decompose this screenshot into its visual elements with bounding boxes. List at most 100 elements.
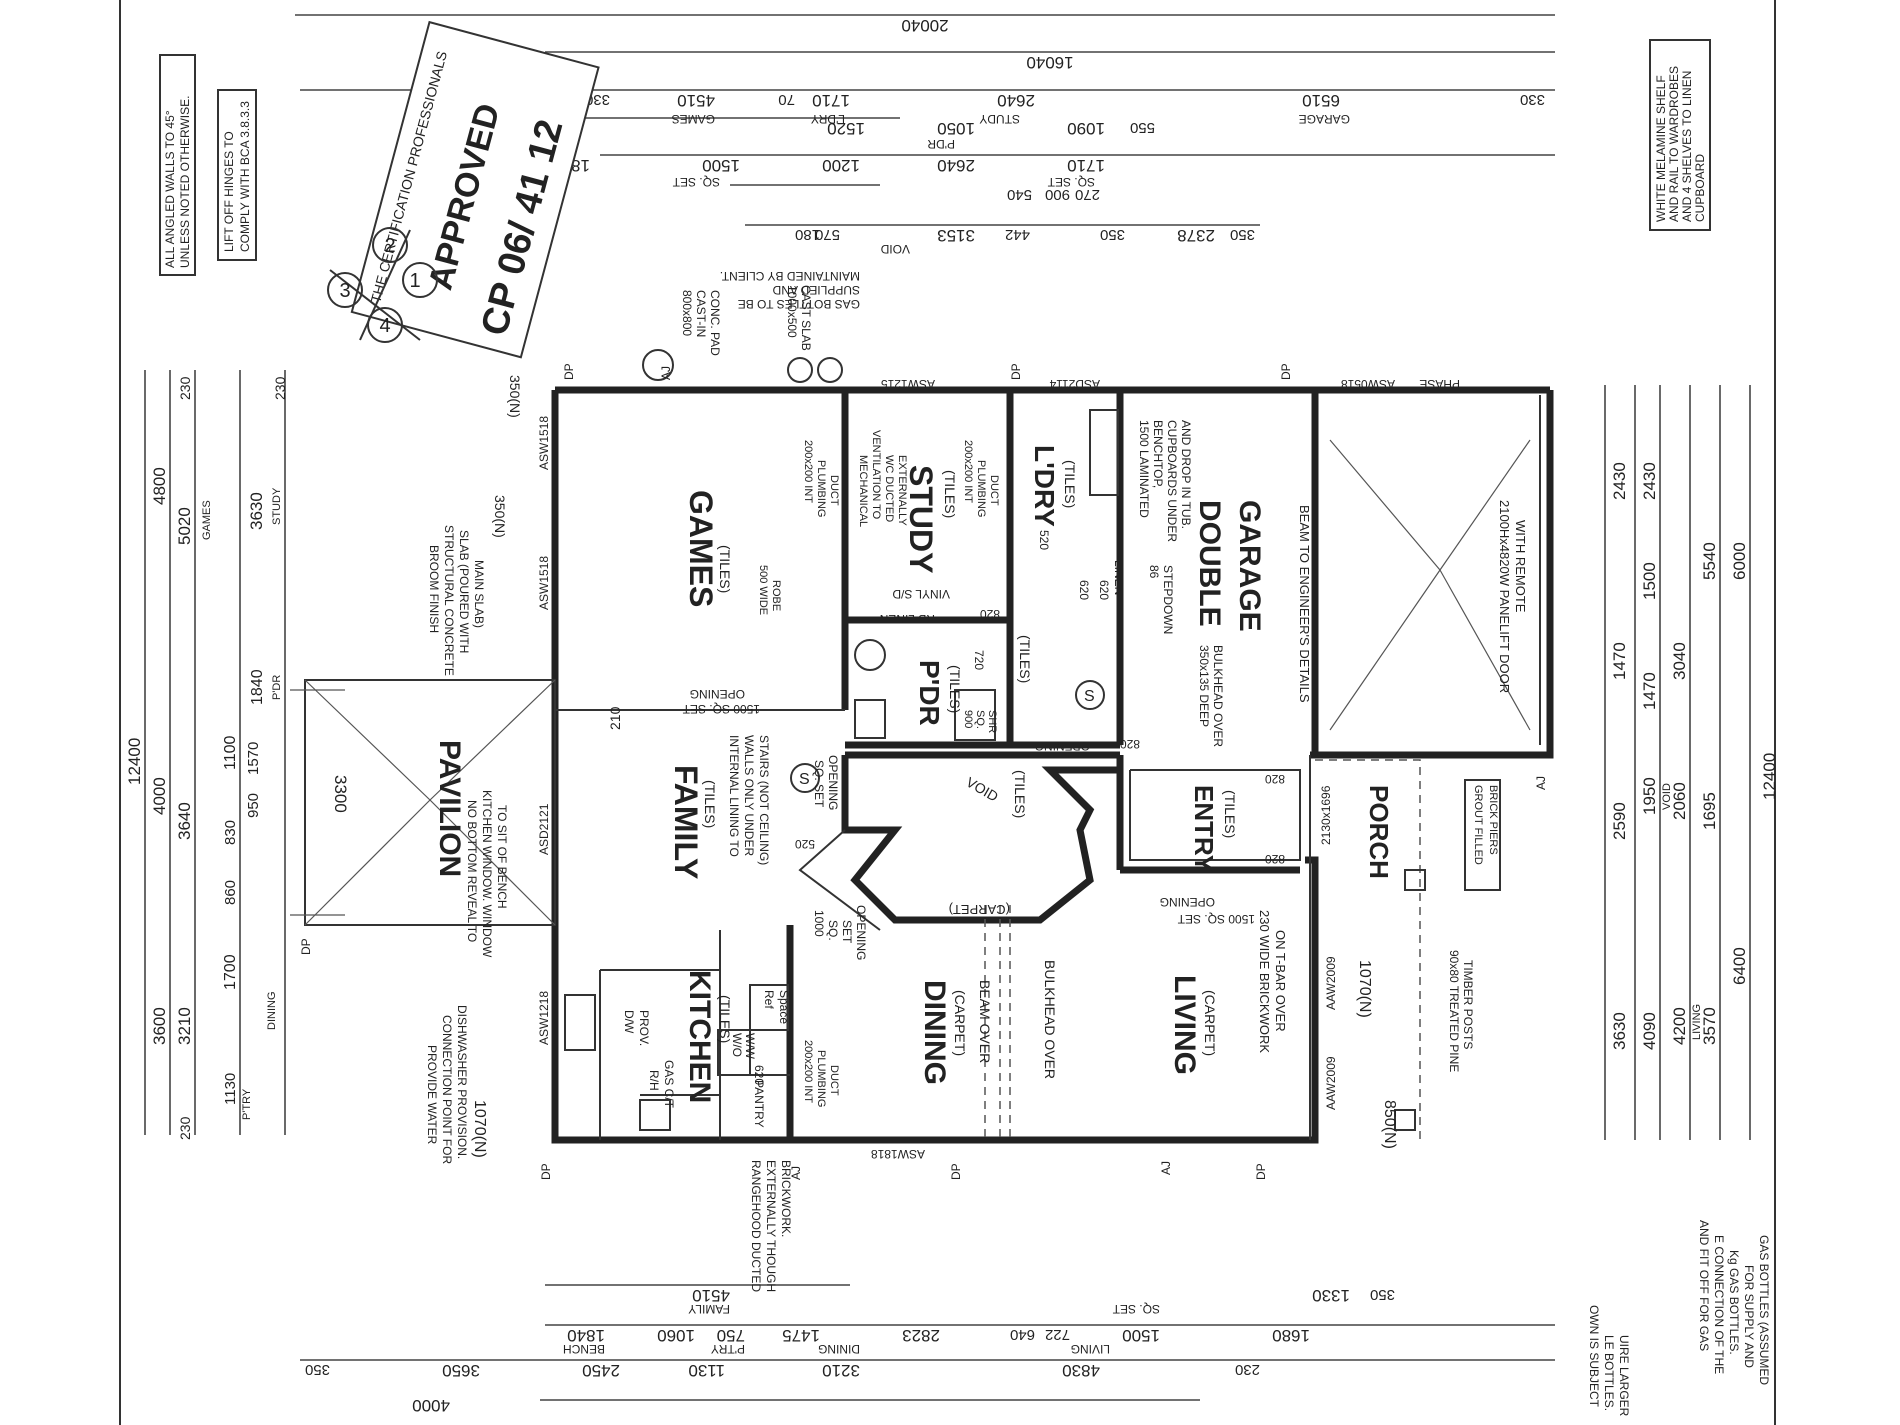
note-duct3-1: 200x200 INT xyxy=(802,1040,814,1103)
note-panelift-1: 2100Hx4820W PANELIFT DOOR xyxy=(1497,500,1512,693)
note-br2-3: Kg GAS BOTTLES. xyxy=(1727,1250,1741,1355)
note-duct1-2: PLUMBING xyxy=(815,460,827,517)
note-water-3: DISHWASHER PROVISION. xyxy=(455,1005,469,1159)
room-label-shr2: SQ. xyxy=(974,710,986,729)
dim-t5-3: 442 xyxy=(1005,226,1030,243)
note-angled-walls-line1: ALL ANGLED WALLS TO 45° xyxy=(163,110,177,268)
note-duct2-3: DUCT xyxy=(988,475,1000,506)
dim-t5-4: 350 xyxy=(1100,226,1125,243)
note-posts-1: 90x80 TREATED PINE xyxy=(1447,950,1461,1072)
note-reveal: NO BOTTOM REVEAL TO KITCHEN WINDOW. WIND… xyxy=(465,790,509,958)
window-asd2114: ASD2114 xyxy=(1049,377,1100,391)
note-br-3: UIRE LARGER xyxy=(1617,1335,1631,1417)
note-robe-1: 500 WIDE xyxy=(757,565,769,615)
note-duct-2: 200x200 INT PLUMBING DUCT xyxy=(962,440,1000,517)
note-broom-finish: BROOM FINISH STRUCTURAL CONCRETE SLAB (P… xyxy=(427,525,486,676)
note-posts-2: TIMBER POSTS xyxy=(1461,960,1475,1049)
dim-right-c2-5: 1470 xyxy=(1610,642,1629,680)
note-posts: 90x80 TREATED PINE TIMBER POSTS xyxy=(1447,950,1475,1072)
note-hinges-line2: COMPLY WITH BCA 3.8.3.3 xyxy=(238,101,252,252)
note-br2-5: GAS BOTTLES (ASSUMED xyxy=(1757,1235,1771,1385)
room-label-wo: W/O xyxy=(730,1033,744,1057)
note-pad-line3: CONC. PAD xyxy=(708,290,722,356)
dim-t5-1: 570 xyxy=(815,226,840,243)
cooktop-icon xyxy=(639,1099,671,1131)
dim-left-c2-0: 230 xyxy=(177,376,193,400)
note-piers-1: GROUT FILLED xyxy=(1472,785,1484,865)
dim-b3-9: 4830 xyxy=(1062,1361,1100,1380)
door-820-c: 820 xyxy=(1265,772,1285,786)
room-finish-stairs: (CARPET) xyxy=(949,902,1010,917)
dim-b2-label-living: LIVING xyxy=(1071,1342,1110,1356)
dim-right-overall: 12400 xyxy=(1760,753,1779,800)
door-520-a: 520 xyxy=(1037,530,1051,550)
dim-overall-top: 20040 xyxy=(901,16,948,35)
door-820-a: 820 xyxy=(980,607,1000,621)
dim-left-c3-17: 1130 xyxy=(222,1073,239,1105)
dim-b2-9: 1500 xyxy=(1122,1326,1160,1345)
dim-left-c3-8: 1570 xyxy=(245,742,262,775)
dim-t2-4: 550 xyxy=(1130,119,1155,136)
note-angled-walls: ALL ANGLED WALLS TO 45° UNLESS NOTED OTH… xyxy=(159,54,196,276)
note-benchtop-4: AND DROP IN TUB. xyxy=(1179,420,1193,529)
dim-left-label-pdr: P'DR xyxy=(271,675,283,700)
room-label-entry: ENTRY xyxy=(1189,785,1219,872)
room-label-pantry: PANTRY xyxy=(752,1080,766,1128)
room-label-living: LIVING xyxy=(1168,975,1201,1075)
note-lining-1: INTERNAL LINING TO xyxy=(727,735,741,857)
room-finish-study: (TILES) xyxy=(942,470,958,518)
room-bulkhead-over: BULKHEAD OVER xyxy=(1042,960,1058,1079)
note-angled-walls-line2: UNLESS NOTED OTHERWISE. xyxy=(178,96,192,268)
dim-right-c5-2: 1695 xyxy=(1700,792,1719,830)
dim-right-c3-5: 1470 xyxy=(1640,672,1659,710)
note-bottom-right: OWN IS SUBJECT LE BOTTLES. UIRE LARGER A… xyxy=(1587,1220,1771,1417)
note-linen-line1: WHITE MELAMINE SHELF xyxy=(1654,75,1668,222)
room-finish-living: (CARPET) xyxy=(1202,990,1218,1056)
window-asw1818: ASW1818 xyxy=(871,1147,925,1161)
note-bulkhead-deep: 350x135 DEEP BULKHEAD OVER xyxy=(1197,645,1225,747)
room-label-dwprov: PROV. xyxy=(637,1010,651,1046)
note-broom-1: BROOM FINISH xyxy=(427,545,441,633)
shower-icon xyxy=(954,689,996,741)
fridge-space xyxy=(749,984,789,1031)
note-pad-line1: 800x800 xyxy=(680,290,694,336)
dim-misc-850: 850(N) xyxy=(1381,1100,1398,1149)
dim-b2-label-bench: BENCH xyxy=(563,1342,605,1356)
note-gas-line2: SUPPLIED AND xyxy=(772,283,860,297)
dim-t5-2: 3153 xyxy=(937,226,975,245)
dim-t3-4: 1710 xyxy=(1067,156,1105,175)
dim-left-c3-3: 1840 xyxy=(249,669,266,705)
label-dp-1: DP xyxy=(562,363,576,380)
dim-b3-5: 1130 xyxy=(688,1361,725,1380)
room-label-kitchen: KITCHEN xyxy=(683,970,716,1103)
dim-left-c3-15: 1700 xyxy=(222,954,239,990)
smoke-detector-icon xyxy=(1075,680,1105,710)
plan-notes: GAS BOTTLES TO BE SUPPLIED AND MAINTAINE… xyxy=(425,269,1771,1417)
dim-label-games: GAMES xyxy=(672,112,715,126)
note-benchtop-2: BENCHTOP, xyxy=(1151,420,1165,488)
stamp-step-2: 2 xyxy=(384,235,395,257)
room-finish-games: (TILES) xyxy=(717,545,733,593)
dim-left-c3-5: 1100 xyxy=(222,735,239,770)
room-finish-family: (TILES) xyxy=(702,780,718,828)
dim-t2-0: 1520 xyxy=(827,119,865,138)
room-label-family: FAMILY xyxy=(668,765,704,879)
room-beam-dining: BEAM OVER xyxy=(977,980,993,1063)
room-label-ldry: L'DRY xyxy=(1029,445,1060,527)
room-label-ww: W/W xyxy=(743,1033,757,1060)
window-asw0518: ASW0518 xyxy=(1341,377,1395,391)
dim-left-c2-1: 5020 xyxy=(175,507,194,545)
dim-right-c4-0: 3040 xyxy=(1670,642,1689,680)
note-broom-4: MAIN SLAB) xyxy=(472,560,486,628)
label-aj-2: AJ xyxy=(1534,776,1548,790)
dim-b3-1: 3650 xyxy=(442,1361,480,1380)
dim-right-c4-3: 4200 xyxy=(1670,1007,1689,1045)
dim-b3-7: 3210 xyxy=(822,1361,860,1380)
room-finish-dining: (CARPET) xyxy=(952,990,968,1056)
note-hinges-line1: LIFT OFF HINGES TO xyxy=(222,131,236,252)
dim-t3-2: 1200 xyxy=(822,156,860,175)
window-2130x1696: 2130x1696 xyxy=(1319,785,1333,845)
dim-misc-1070: 1070(N) xyxy=(471,1100,488,1158)
dim-left-c2-8: 230 xyxy=(177,1116,193,1140)
